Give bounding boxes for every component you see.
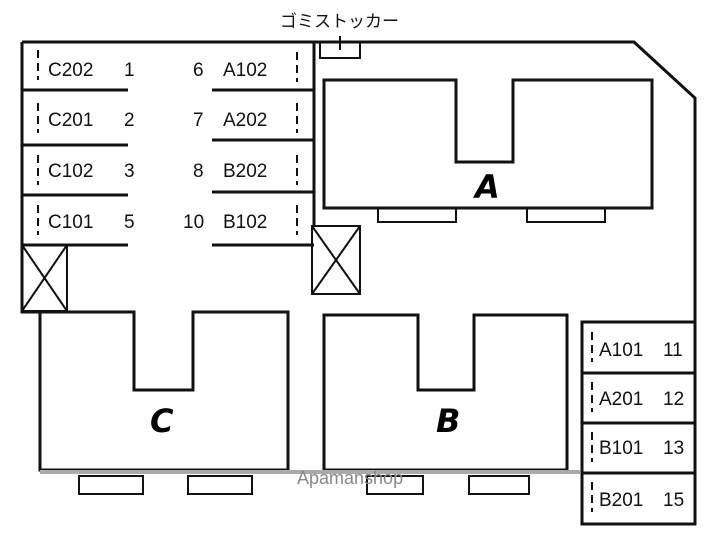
- garbage-stocker-label: ゴミストッカー: [280, 11, 399, 31]
- stall-unit: B201: [599, 490, 643, 511]
- stall-unit: C102: [48, 161, 93, 182]
- building-a-label: A: [472, 168, 500, 206]
- stall-number: 2: [124, 110, 135, 131]
- stall-number: 8: [193, 161, 204, 182]
- parking-left: C202 1 C201 2 C102 3 C101 5: [22, 50, 135, 247]
- x-box-center: [311, 225, 361, 295]
- stall-unit: A202: [223, 110, 267, 131]
- stall-number: 7: [193, 110, 204, 131]
- x-box-left: [21, 244, 68, 312]
- stall-number: 6: [193, 60, 204, 81]
- stall-unit: B102: [223, 212, 267, 233]
- building-a: A: [322, 78, 654, 223]
- stall-number: 10: [183, 212, 204, 233]
- stall-number: 5: [124, 212, 135, 233]
- parking-right: A101 11 A201 12 B101 13 B201 15: [580, 320, 697, 526]
- building-c-label: C: [150, 402, 174, 440]
- stall-unit: B101: [599, 438, 643, 459]
- building-c: C: [38, 310, 290, 495]
- watermark: Apamanshop: [297, 468, 403, 488]
- stall-number: 1: [124, 60, 135, 81]
- stall-number: 13: [663, 438, 684, 459]
- stall-number: 3: [124, 161, 135, 182]
- stall-unit: C101: [48, 212, 93, 233]
- building-b-label: B: [436, 402, 460, 440]
- stall-unit: B202: [223, 161, 267, 182]
- parking-center: 6 A102 7 A202 8 B202 10 B102: [183, 52, 314, 247]
- stall-unit: A201: [599, 389, 643, 410]
- site-boundary: [20, 40, 697, 322]
- stall-number: 11: [663, 340, 683, 361]
- stall-number: 15: [663, 490, 684, 511]
- stall-unit: C201: [48, 110, 93, 131]
- stall-unit: A101: [599, 340, 643, 361]
- stall-unit: C202: [48, 60, 93, 81]
- stall-unit: A102: [223, 60, 267, 81]
- stall-number: 12: [663, 389, 684, 410]
